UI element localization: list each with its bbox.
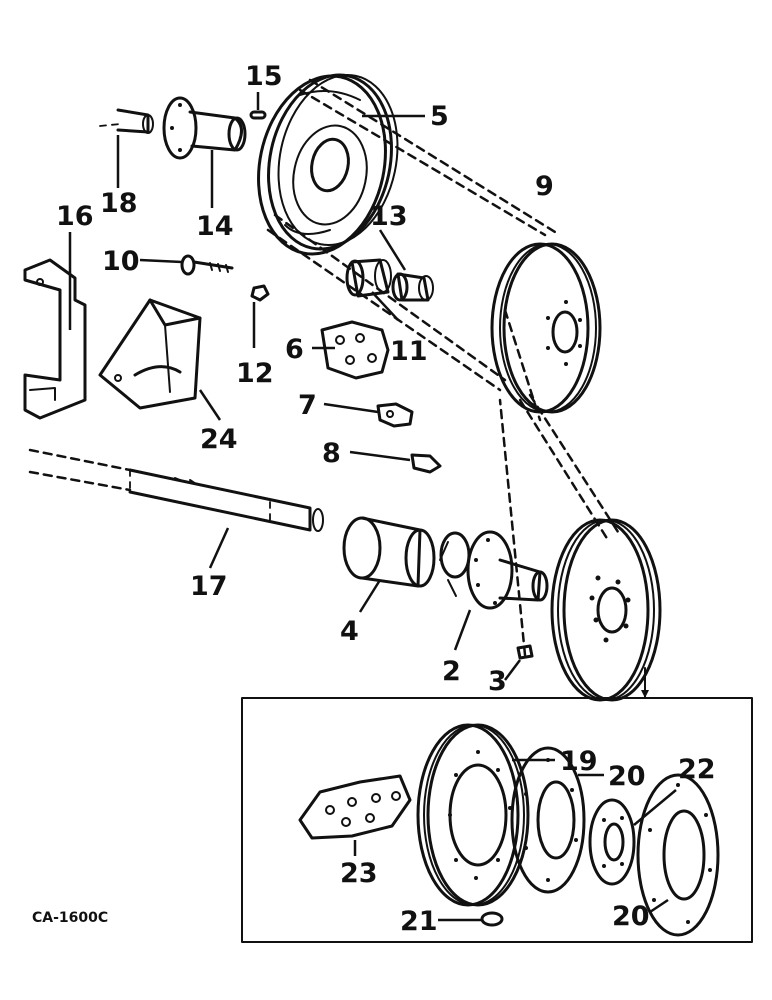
callout-3: 3 (488, 666, 507, 697)
callout-19: 19 (560, 746, 598, 777)
shaft-17 (28, 448, 324, 532)
callout-21: 21 (400, 906, 438, 937)
callout-12: 12 (236, 358, 274, 389)
callout-4: 4 (340, 616, 359, 647)
bushing-18 (99, 108, 154, 134)
link-8 (410, 453, 442, 474)
callout-5: 5 (430, 101, 449, 132)
callout-20-lower: 20 (612, 901, 650, 932)
pulley-19 (416, 723, 530, 907)
sleeve-4 (342, 516, 436, 588)
callout-15: 15 (245, 61, 283, 92)
chain-6 (320, 320, 390, 380)
callout-14: 14 (196, 211, 234, 242)
chain-23 (298, 774, 412, 840)
callout-23: 23 (340, 858, 378, 889)
disc-20-lower (636, 773, 720, 937)
key-3 (516, 644, 534, 660)
nut-12 (250, 284, 270, 302)
callouts: 15 5 9 18 14 16 13 10 11 6 12 7 24 8 17 … (56, 61, 716, 937)
callout-7: 7 (298, 390, 317, 421)
pin-15 (249, 110, 267, 120)
callout-22: 22 (678, 754, 716, 785)
pulley-lower (550, 518, 662, 702)
plate-22 (588, 798, 636, 886)
belt-lower (498, 308, 622, 657)
sleeve-11 (345, 258, 392, 298)
callout-17: 17 (190, 571, 228, 602)
callout-18: 18 (100, 188, 138, 219)
leader-lines (68, 92, 677, 922)
callout-16: 16 (56, 201, 94, 232)
callout-20-upper: 20 (608, 761, 646, 792)
callout-11: 11 (390, 336, 428, 367)
hub-14 (162, 96, 247, 160)
figure-code: CA-1600C (32, 910, 108, 926)
pulley-9 (490, 242, 602, 414)
plate-24 (98, 298, 202, 410)
link-7 (376, 402, 414, 428)
callout-10: 10 (102, 246, 140, 277)
callout-9: 9 (535, 171, 554, 202)
hub-2 (439, 530, 549, 610)
bracket-16 (23, 258, 87, 420)
callout-13: 13 (370, 201, 408, 232)
callout-8: 8 (322, 438, 341, 469)
inset-box (241, 667, 753, 943)
callout-24: 24 (200, 424, 238, 455)
sleeve-13 (391, 272, 434, 302)
key-21 (480, 911, 504, 927)
pulley-5 (257, 73, 399, 256)
bolt-10 (180, 254, 234, 276)
callout-6: 6 (285, 334, 304, 365)
callout-2: 2 (442, 656, 461, 687)
